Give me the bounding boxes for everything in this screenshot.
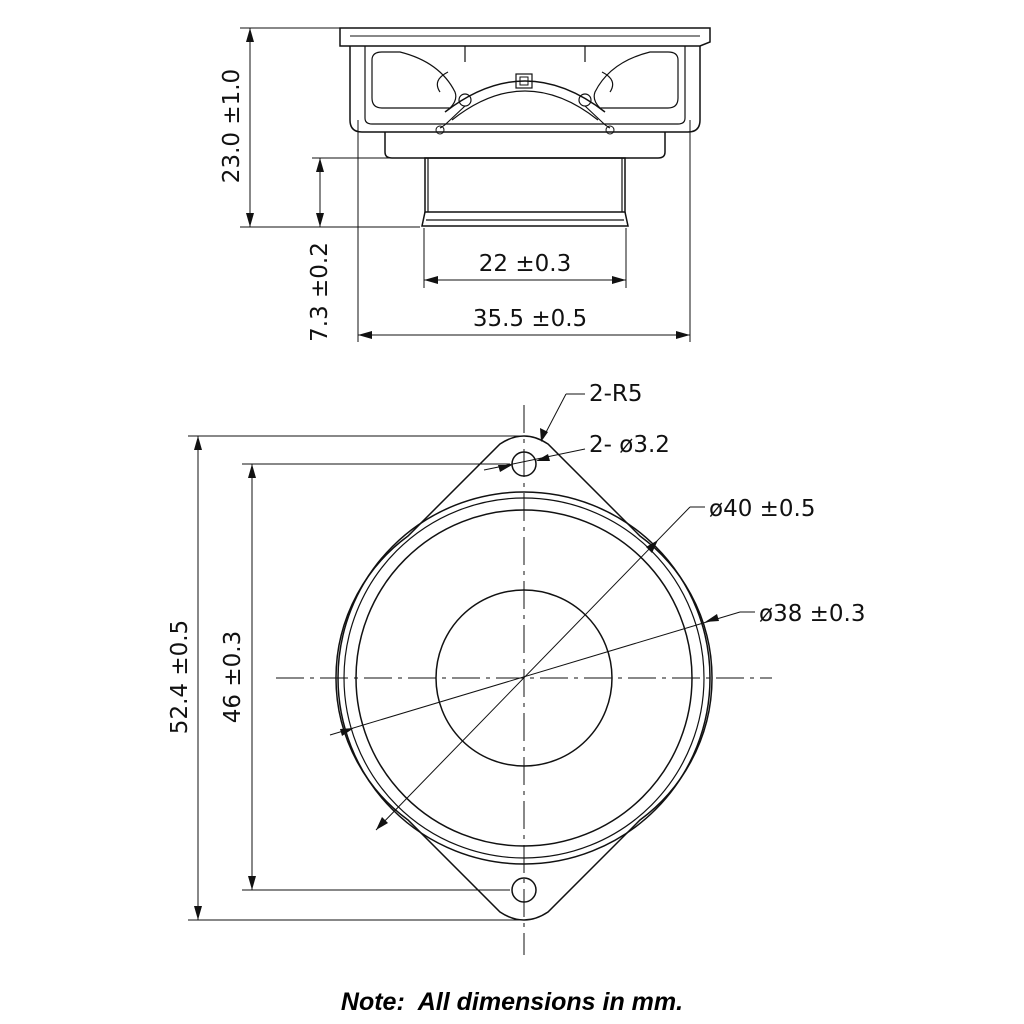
front-view: 2-R5 2- ø3.2 ø40 ±0.5 ø38 ±0.3 52.4 ±0.5… [167, 381, 866, 955]
dust-cap-marker [515, 73, 533, 89]
magnet-plate [384, 132, 666, 159]
terminal-right [578, 93, 592, 107]
dim-magnet-height: 7.3 ±0.2 [307, 242, 333, 342]
frame-outline [335, 435, 713, 921]
units-note: Note: All dimensions in mm. [341, 988, 683, 1016]
label-outer-diameter: ø40 ±0.5 [709, 496, 816, 522]
side-view: 23.0 ±1.0 7.3 ±0.2 22 ±0.3 35.5 ±0.5 [219, 27, 711, 342]
frame-body [349, 46, 701, 133]
cone-arc [444, 80, 606, 113]
dim-frame-width: 35.5 ±0.5 [473, 306, 587, 332]
label-hole-diameter: 2- ø3.2 [589, 432, 670, 458]
label-cone-diameter: ø38 ±0.3 [759, 601, 866, 627]
magnet-bottom-plate [421, 211, 629, 227]
frame-window-left [371, 51, 457, 109]
dim-magnet-diameter: 22 ±0.3 [479, 251, 571, 277]
label-mount-radius: 2-R5 [589, 381, 643, 407]
dim-hole-spacing: 46 ±0.3 [220, 631, 246, 723]
magnet [424, 157, 626, 213]
frame-window-right [593, 51, 679, 109]
terminal-left [458, 93, 472, 107]
dim-total-height: 23.0 ±1.0 [219, 69, 245, 183]
dim-overall-height: 52.4 ±0.5 [167, 620, 193, 734]
frame-rim [339, 27, 711, 47]
